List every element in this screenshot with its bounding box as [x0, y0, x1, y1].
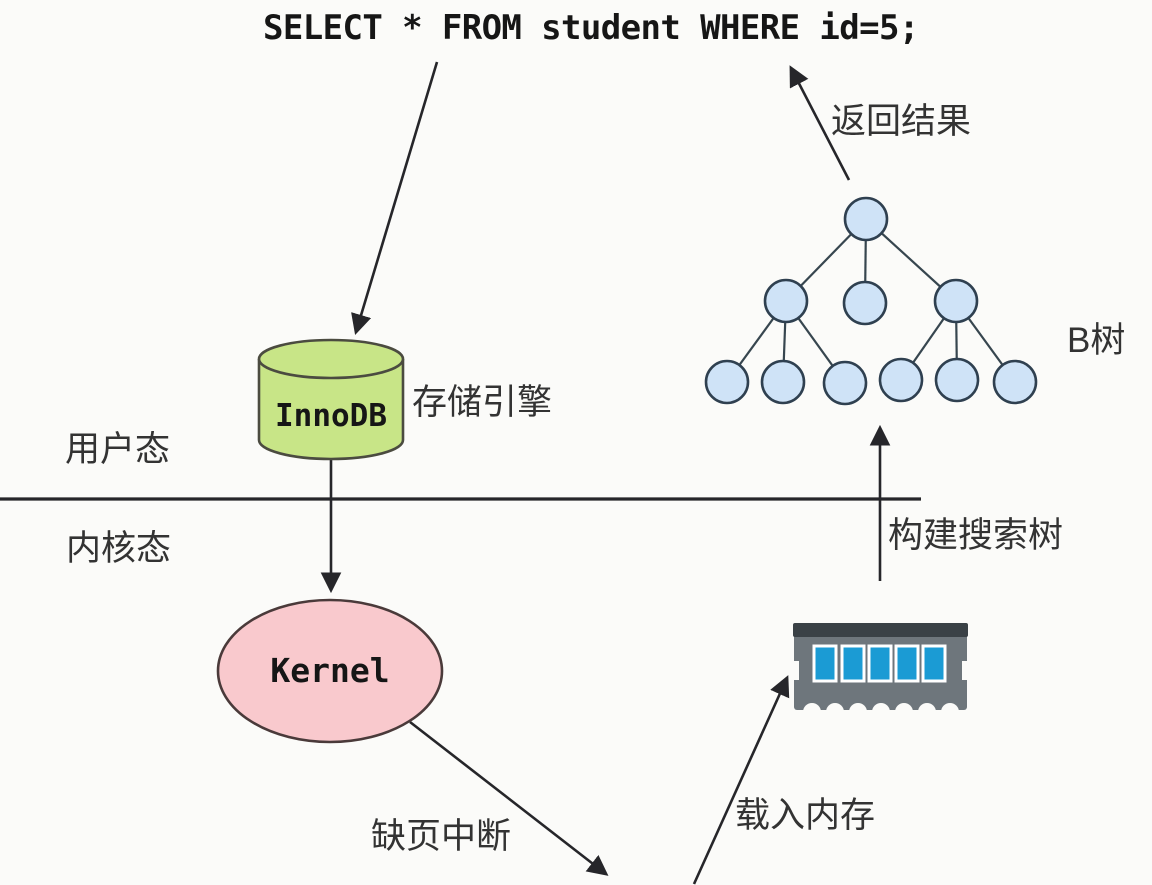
ram-pin-notch — [826, 703, 844, 721]
ram-pin-notch — [849, 703, 867, 721]
ram-chip — [867, 644, 893, 683]
ram-pin-notch — [872, 703, 890, 721]
btree-leaf-node — [704, 359, 750, 405]
ram-pin-notch — [941, 703, 959, 721]
btree-diagram — [704, 196, 1038, 406]
ram-chip — [921, 644, 947, 683]
user-mode-label: 用户态 — [65, 430, 171, 469]
btree-leaf-node — [934, 357, 980, 403]
innodb-cylinder — [257, 338, 405, 461]
ram-side-notch — [789, 661, 799, 680]
btree-root-node — [843, 196, 889, 242]
btree-leaf-node — [878, 357, 924, 403]
return-result-label: 返回结果 — [831, 102, 972, 141]
ram-chip — [894, 644, 920, 683]
ram-pin-notch — [895, 703, 913, 721]
kernel-mode-label: 内核态 — [66, 529, 172, 568]
btree-label: B树 — [1067, 321, 1126, 360]
btree-leaf-node — [992, 359, 1038, 405]
btree-leaf-node — [760, 359, 806, 405]
ram-icon — [789, 623, 972, 721]
arrow-load-memory — [692, 675, 790, 885]
ram-chip — [812, 644, 838, 683]
page-fault-label: 缺页中断 — [371, 817, 512, 856]
ram-pin-notch — [918, 703, 936, 721]
kernel-label: Kernel — [270, 651, 390, 690]
btree-node — [763, 278, 809, 324]
innodb-label: InnoDB — [275, 398, 387, 434]
ram-pin-notch — [803, 703, 821, 721]
arrow-sql-to-innodb — [351, 61, 439, 335]
btree-leaf-node — [822, 360, 868, 406]
sql-query-text: SELECT * FROM student WHERE id=5; — [263, 8, 919, 48]
innodb-cylinder-top — [257, 338, 405, 380]
btree-node — [933, 278, 979, 324]
load-into-memory-label: 载入内存 — [735, 796, 876, 835]
build-search-tree-label: 构建搜索树 — [888, 516, 1064, 555]
arrow-return-result — [789, 65, 851, 181]
ram-chip — [840, 644, 866, 683]
ram-side-notch — [962, 661, 972, 680]
kernel-ellipse — [216, 598, 444, 744]
ram-top-strip — [793, 623, 968, 637]
innodb-cylinder-body — [257, 359, 405, 461]
arrow-page-fault — [409, 720, 609, 876]
btree-node — [842, 280, 888, 326]
storage-engine-label: 存储引擎 — [412, 383, 553, 422]
